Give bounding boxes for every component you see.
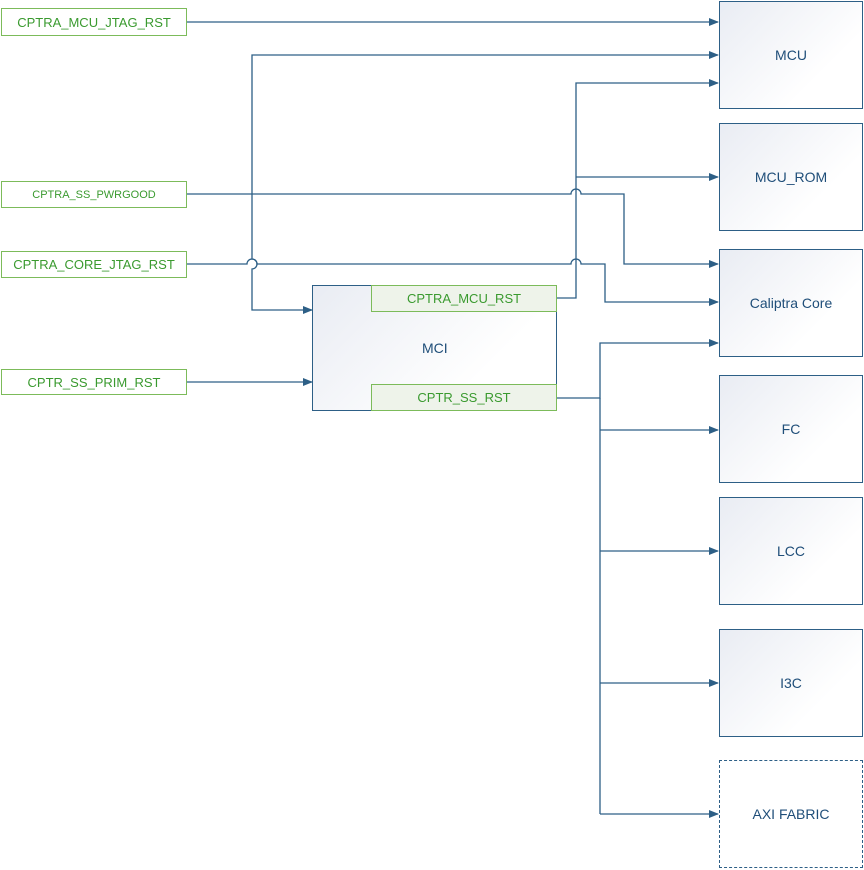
block-lcc: LCC <box>719 497 863 605</box>
signal-cptra-core-jtag-rst: CPTRA_CORE_JTAG_RST <box>1 251 187 278</box>
block-i3c: I3C <box>719 629 863 737</box>
wire-pwrgood-to-caliptra-core <box>187 188 719 268</box>
port-cptr-ss-rst: CPTR_SS_RST <box>371 384 557 411</box>
block-fc: FC <box>719 375 863 483</box>
wire-mcu-rst-to-mcu <box>557 79 719 299</box>
wire-pwrgood-to-mci <box>251 194 313 314</box>
signal-cptra-ss-pwrgood: CPTRA_SS_PWRGOOD <box>1 181 187 208</box>
signal-cptr-ss-prim-rst: CPTR_SS_PRIM_RST <box>1 369 187 395</box>
mci-label: MCI <box>422 340 448 356</box>
signal-cptra-mcu-jtag-rst: CPTRA_MCU_JTAG_RST <box>1 8 187 36</box>
block-mcu: MCU <box>719 1 863 109</box>
wire-ss-rst-trunk <box>557 339 719 399</box>
wire-core-jtag-to-caliptra-core <box>187 258 719 306</box>
block-caliptra-core: Caliptra Core <box>719 249 863 357</box>
block-mcu-rom: MCU_ROM <box>719 123 863 231</box>
wire-pwrgood-to-mcu <box>251 51 719 194</box>
port-cptra-mcu-rst: CPTRA_MCU_RST <box>371 285 557 312</box>
block-axi-fabric: AXI FABRIC <box>719 760 863 868</box>
